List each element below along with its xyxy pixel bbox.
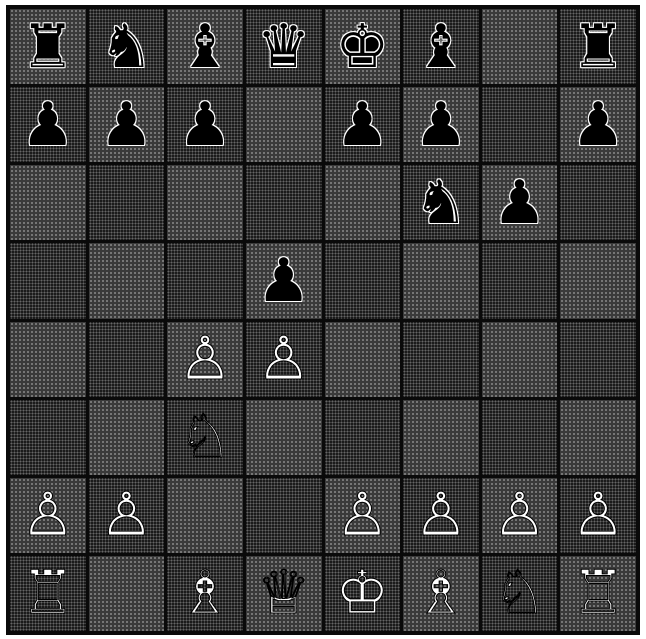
square-e6[interactable] [325, 165, 401, 240]
black-pawn-icon[interactable]: ♟ [257, 251, 311, 311]
square-e1[interactable]: ♔ [325, 556, 401, 631]
square-e4[interactable] [325, 322, 401, 397]
square-g4[interactable] [482, 322, 558, 397]
square-g5[interactable] [482, 243, 558, 318]
white-pawn-icon[interactable]: ♙ [257, 329, 311, 389]
white-rook-icon[interactable]: ♖ [21, 563, 75, 623]
square-d5[interactable]: ♟ [246, 243, 322, 318]
square-d7[interactable] [246, 87, 322, 162]
white-knight-icon[interactable]: ♘ [493, 563, 547, 623]
square-a3[interactable] [10, 400, 86, 475]
square-g8[interactable] [482, 9, 558, 84]
square-h4[interactable] [560, 322, 636, 397]
black-queen-icon[interactable]: ♛ [257, 17, 311, 77]
white-knight-icon[interactable]: ♘ [178, 407, 232, 467]
square-c5[interactable] [167, 243, 243, 318]
square-c2[interactable] [167, 478, 243, 553]
white-pawn-icon[interactable]: ♙ [414, 485, 468, 545]
square-b6[interactable] [89, 165, 165, 240]
square-h1[interactable]: ♖ [560, 556, 636, 631]
square-c8[interactable]: ♝ [167, 9, 243, 84]
black-bishop-icon[interactable]: ♝ [414, 17, 468, 77]
white-pawn-icon[interactable]: ♙ [21, 485, 75, 545]
square-d8[interactable]: ♛ [246, 9, 322, 84]
square-f3[interactable] [403, 400, 479, 475]
white-pawn-icon[interactable]: ♙ [571, 485, 625, 545]
black-knight-icon[interactable]: ♞ [414, 173, 468, 233]
square-a5[interactable] [10, 243, 86, 318]
square-c3[interactable]: ♘ [167, 400, 243, 475]
black-knight-icon[interactable]: ♞ [100, 17, 154, 77]
black-rook-icon[interactable]: ♜ [21, 17, 75, 77]
black-pawn-icon[interactable]: ♟ [571, 95, 625, 155]
white-pawn-icon[interactable]: ♙ [100, 485, 154, 545]
square-c7[interactable]: ♟ [167, 87, 243, 162]
black-pawn-icon[interactable]: ♟ [21, 95, 75, 155]
square-a7[interactable]: ♟ [10, 87, 86, 162]
square-a2[interactable]: ♙ [10, 478, 86, 553]
white-pawn-icon[interactable]: ♙ [493, 485, 547, 545]
square-b3[interactable] [89, 400, 165, 475]
square-f2[interactable]: ♙ [403, 478, 479, 553]
square-d3[interactable] [246, 400, 322, 475]
square-g7[interactable] [482, 87, 558, 162]
white-rook-icon[interactable]: ♖ [571, 563, 625, 623]
square-d1[interactable]: ♕ [246, 556, 322, 631]
square-b8[interactable]: ♞ [89, 9, 165, 84]
square-h5[interactable] [560, 243, 636, 318]
square-g1[interactable]: ♘ [482, 556, 558, 631]
black-pawn-icon[interactable]: ♟ [414, 95, 468, 155]
square-b4[interactable] [89, 322, 165, 397]
black-rook-icon[interactable]: ♜ [571, 17, 625, 77]
square-b1[interactable] [89, 556, 165, 631]
black-king-icon[interactable]: ♚ [335, 17, 389, 77]
square-f7[interactable]: ♟ [403, 87, 479, 162]
square-h2[interactable]: ♙ [560, 478, 636, 553]
black-bishop-icon[interactable]: ♝ [178, 17, 232, 77]
square-h7[interactable]: ♟ [560, 87, 636, 162]
square-d2[interactable] [246, 478, 322, 553]
square-a1[interactable]: ♖ [10, 556, 86, 631]
black-pawn-icon[interactable]: ♟ [493, 173, 547, 233]
chess-board: ♜ ♞ ♝ ♛ ♚ ♝ ♜ ♟ ♟ ♟ ♟ ♟ ♟ ♞ ♟ ♟ ♙ ♙ ♘ ♙ ♙ ♙ ♙ ♙ ♙ ♖ ♗ ♕ ♔ ♗ ♘ ♖ [6, 5, 640, 635]
square-e8[interactable]: ♚ [325, 9, 401, 84]
black-pawn-icon[interactable]: ♟ [335, 95, 389, 155]
square-h6[interactable] [560, 165, 636, 240]
square-d4[interactable]: ♙ [246, 322, 322, 397]
square-h3[interactable] [560, 400, 636, 475]
white-king-icon[interactable]: ♔ [335, 563, 389, 623]
square-c4[interactable]: ♙ [167, 322, 243, 397]
square-e3[interactable] [325, 400, 401, 475]
square-b2[interactable]: ♙ [89, 478, 165, 553]
square-e5[interactable] [325, 243, 401, 318]
square-g6[interactable]: ♟ [482, 165, 558, 240]
square-b7[interactable]: ♟ [89, 87, 165, 162]
square-a6[interactable] [10, 165, 86, 240]
square-e7[interactable]: ♟ [325, 87, 401, 162]
square-e2[interactable]: ♙ [325, 478, 401, 553]
square-b5[interactable] [89, 243, 165, 318]
white-pawn-icon[interactable]: ♙ [335, 485, 389, 545]
square-g3[interactable] [482, 400, 558, 475]
white-bishop-icon[interactable]: ♗ [414, 563, 468, 623]
square-a4[interactable] [10, 322, 86, 397]
white-bishop-icon[interactable]: ♗ [178, 563, 232, 623]
square-a8[interactable]: ♜ [10, 9, 86, 84]
black-pawn-icon[interactable]: ♟ [100, 95, 154, 155]
square-h8[interactable]: ♜ [560, 9, 636, 84]
square-f1[interactable]: ♗ [403, 556, 479, 631]
square-d6[interactable] [246, 165, 322, 240]
square-f5[interactable] [403, 243, 479, 318]
square-c6[interactable] [167, 165, 243, 240]
white-queen-icon[interactable]: ♕ [257, 563, 311, 623]
square-f6[interactable]: ♞ [403, 165, 479, 240]
square-g2[interactable]: ♙ [482, 478, 558, 553]
white-pawn-icon[interactable]: ♙ [178, 329, 232, 389]
square-f4[interactable] [403, 322, 479, 397]
black-pawn-icon[interactable]: ♟ [178, 95, 232, 155]
square-f8[interactable]: ♝ [403, 9, 479, 84]
square-c1[interactable]: ♗ [167, 556, 243, 631]
